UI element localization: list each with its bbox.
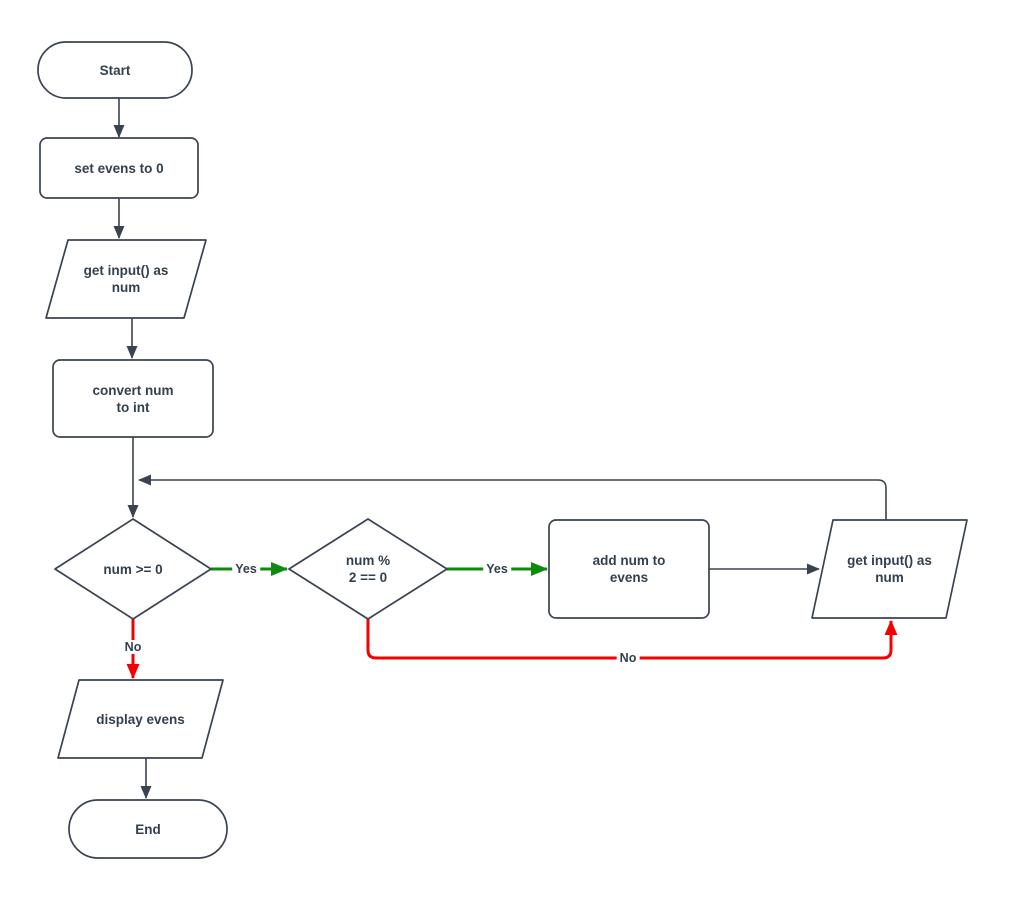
get-input-1-io-shape: [45, 239, 207, 319]
yes-label-check-nonneg: Yes: [232, 562, 260, 576]
add-evens-process-shape: [548, 519, 710, 619]
end-terminator-shape: [68, 799, 228, 859]
display-io-shape: [57, 679, 224, 759]
check-nonneg-decision-shape: [54, 518, 212, 620]
yes-label-check-even: Yes: [483, 562, 511, 576]
set-evens-process-shape: [39, 137, 199, 199]
check-even-decision-shape: [288, 518, 448, 620]
get-input-2-io-shape: [811, 519, 968, 619]
edge-get-input-2-loop-to-check-nonneg: [138, 474, 887, 520]
convert-process-shape: [52, 359, 214, 438]
no-label-check-nonneg: No: [121, 640, 145, 654]
start-terminator-shape: [37, 41, 193, 99]
no-label-check-even: No: [616, 651, 640, 665]
